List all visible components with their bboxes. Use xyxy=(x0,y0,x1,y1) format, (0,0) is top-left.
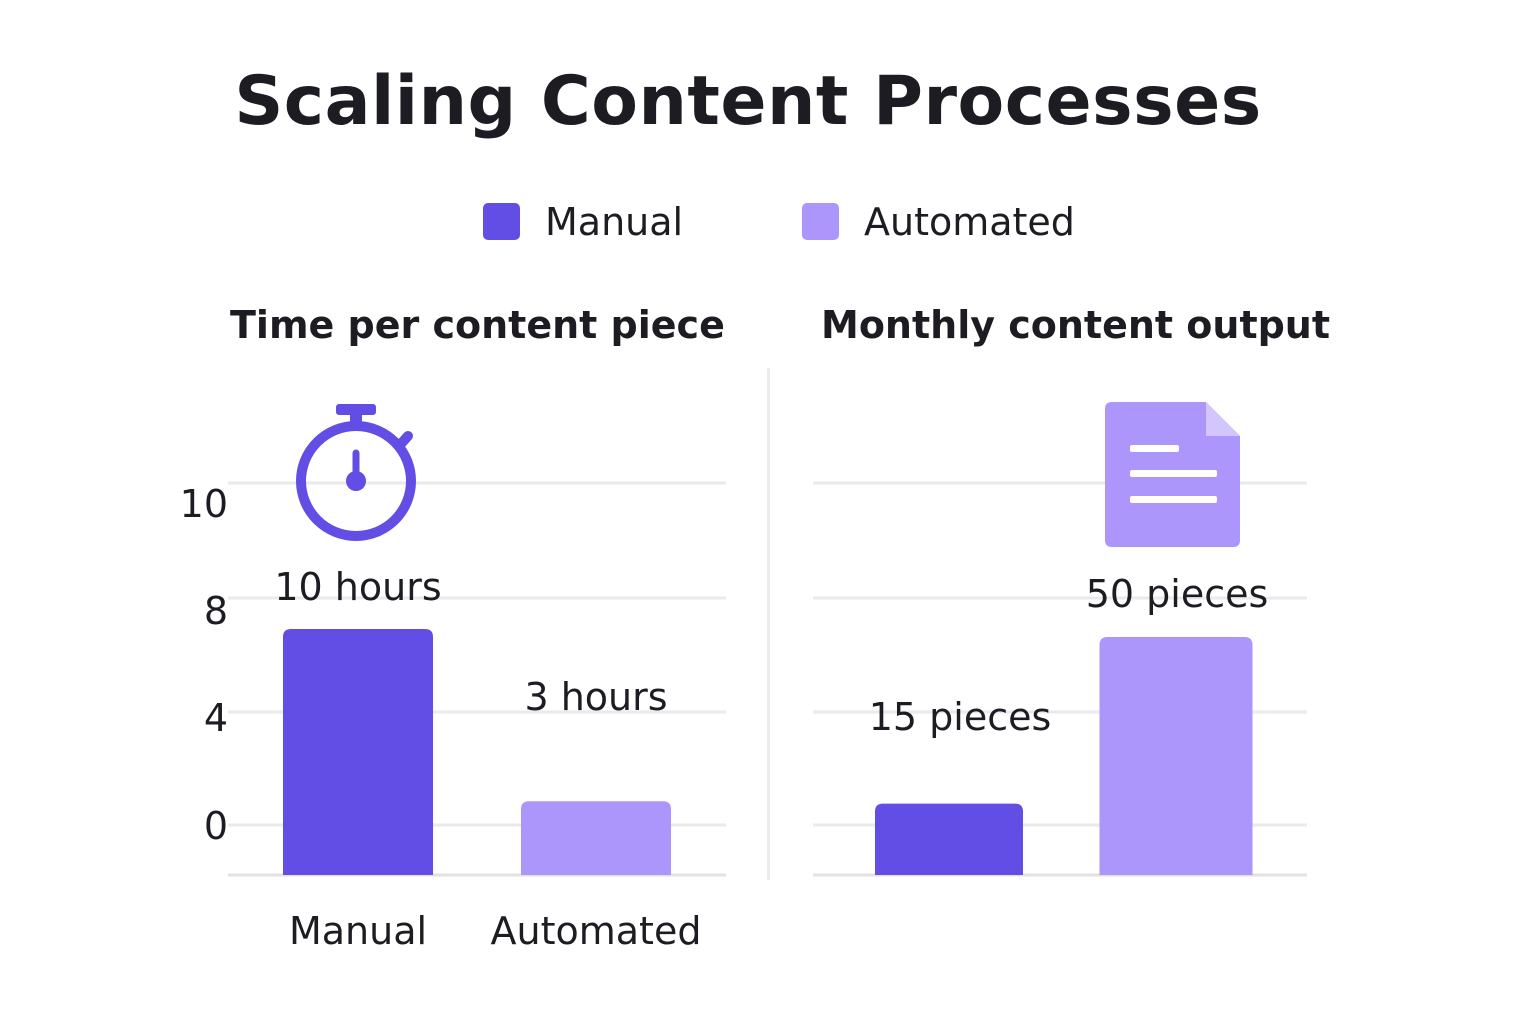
y-tick-label: 0 xyxy=(204,804,228,848)
y-tick-label: 10 xyxy=(180,482,228,526)
y-tick-label: 8 xyxy=(204,589,228,633)
chart-title: Scaling Content Processes xyxy=(234,62,1262,141)
legend-swatch-automated xyxy=(802,203,839,240)
legend-label-automated: Automated xyxy=(864,200,1075,244)
output-panel-title: Monthly content output xyxy=(821,303,1331,347)
data-label-automated: 3 hours xyxy=(524,675,667,719)
legend-swatch-manual xyxy=(483,203,520,240)
legend-label-manual: Manual xyxy=(545,200,684,244)
y-tick-label: 4 xyxy=(204,696,228,740)
stopwatch-icon xyxy=(296,404,416,541)
bar-manual xyxy=(875,803,1023,875)
panel-divider xyxy=(767,368,770,880)
x-tick-label-manual: Manual xyxy=(289,909,427,953)
data-label-manual: 10 hours xyxy=(274,565,441,609)
output-chart: 15 pieces 50 pieces xyxy=(813,481,1307,877)
data-label-automated: 50 pieces xyxy=(1086,572,1269,616)
time-panel-title: Time per content piece xyxy=(230,303,725,347)
bar-automated xyxy=(1099,637,1253,875)
bar-manual xyxy=(283,629,433,875)
x-tick-label-automated: Automated xyxy=(491,909,702,953)
bar-automated xyxy=(521,801,671,875)
document-icon xyxy=(1105,402,1240,547)
data-label-manual: 15 pieces xyxy=(869,695,1052,739)
